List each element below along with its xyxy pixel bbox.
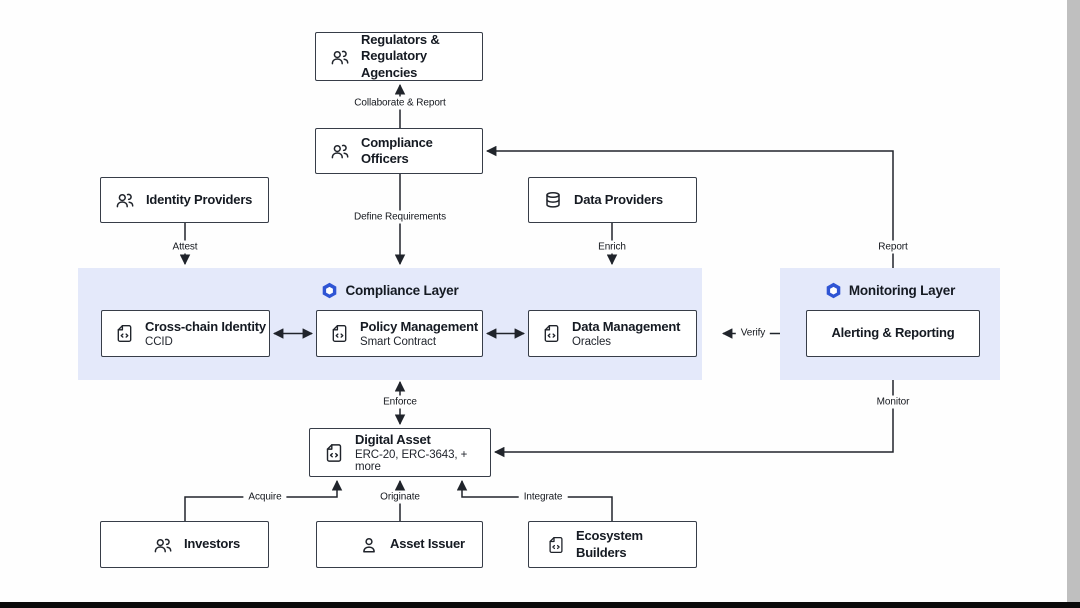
hexagon-logo-icon bbox=[323, 282, 337, 298]
edge-label-originate: Originate bbox=[375, 490, 425, 504]
node-subtitle: Oracles bbox=[572, 336, 611, 349]
node-subtitle: ERC-20, ERC-3643, + more bbox=[355, 449, 468, 474]
node-subtitle: Smart Contract bbox=[360, 336, 436, 349]
node-regulators: Regulators & Regulatory Agencies bbox=[315, 32, 483, 81]
code-doc-icon bbox=[117, 325, 132, 342]
monitoring-layer-title: Monitoring Layer bbox=[848, 282, 956, 298]
node-asset-issuer: Asset Issuer bbox=[316, 521, 483, 568]
monitoring-layer-header: Monitoring Layer bbox=[780, 277, 1000, 303]
edge-label-enrich: Enrich bbox=[593, 240, 631, 254]
edge-monitor bbox=[493, 380, 894, 458]
node-investors: Investors bbox=[100, 521, 269, 568]
person-icon bbox=[363, 537, 375, 553]
code-doc-icon bbox=[544, 325, 559, 342]
node-title: Alerting & Reporting bbox=[831, 325, 955, 341]
edge-label-enforce: Enforce bbox=[378, 395, 422, 409]
code-doc-icon bbox=[549, 536, 563, 553]
edge-label-attest: Attest bbox=[167, 240, 203, 254]
right-gray-strip bbox=[1067, 0, 1080, 608]
people-icon bbox=[154, 538, 172, 552]
people-icon bbox=[331, 144, 349, 159]
node-compliance-officers: Compliance Officers bbox=[315, 128, 483, 174]
edge-label-integrate: Integrate bbox=[518, 490, 568, 504]
node-title: Investors bbox=[184, 536, 241, 552]
node-title: Asset Issuer bbox=[390, 536, 465, 552]
node-alerting-reporting: Alerting & Reporting bbox=[806, 310, 980, 357]
node-title: Data Providers bbox=[574, 191, 663, 207]
code-doc-icon bbox=[332, 325, 347, 342]
node-policy-management: Policy Management Smart Contract bbox=[316, 310, 483, 357]
compliance-layer-header: Compliance Layer bbox=[78, 277, 702, 303]
node-title: Identity Providers bbox=[146, 191, 253, 207]
bottom-black-bar bbox=[0, 602, 1080, 608]
node-title: Regulators & Regulatory Agencies bbox=[361, 32, 440, 80]
edge-label-acquire: Acquire bbox=[243, 490, 287, 504]
compliance-layer-title: Compliance Layer bbox=[345, 282, 459, 298]
node-ecosystem-builders: Ecosystem Builders bbox=[528, 521, 697, 568]
node-identity-providers: Identity Providers bbox=[100, 177, 269, 223]
node-subtitle: CCID bbox=[145, 336, 173, 349]
hexagon-logo-icon bbox=[826, 282, 841, 298]
node-title: Cross-chain Identity bbox=[145, 318, 266, 334]
node-digital-asset: Digital Asset ERC-20, ERC-3643, + more bbox=[309, 428, 491, 477]
node-title: Policy Management bbox=[360, 318, 478, 334]
node-title: Compliance Officers bbox=[361, 134, 433, 166]
node-title: Digital Asset bbox=[355, 431, 431, 447]
node-title: Ecosystem Builders bbox=[576, 528, 643, 560]
edge-label-report: Report bbox=[873, 240, 913, 254]
edge-report bbox=[485, 145, 894, 268]
node-cross-chain-identity: Cross-chain Identity CCID bbox=[101, 310, 270, 357]
edge-label-collaborate-report: Collaborate & Report bbox=[349, 96, 451, 110]
edge-label-define-requirements: Define Requirements bbox=[348, 210, 452, 224]
code-doc-icon bbox=[326, 443, 342, 462]
people-icon bbox=[331, 50, 349, 64]
database-icon bbox=[546, 191, 560, 208]
node-data-management: Data Management Oracles bbox=[528, 310, 697, 357]
node-data-providers: Data Providers bbox=[528, 177, 697, 223]
edge-label-monitor: Monitor bbox=[871, 395, 915, 409]
node-title: Data Management bbox=[572, 318, 681, 334]
edge-label-verify: Verify bbox=[735, 326, 771, 340]
people-icon bbox=[116, 193, 134, 208]
